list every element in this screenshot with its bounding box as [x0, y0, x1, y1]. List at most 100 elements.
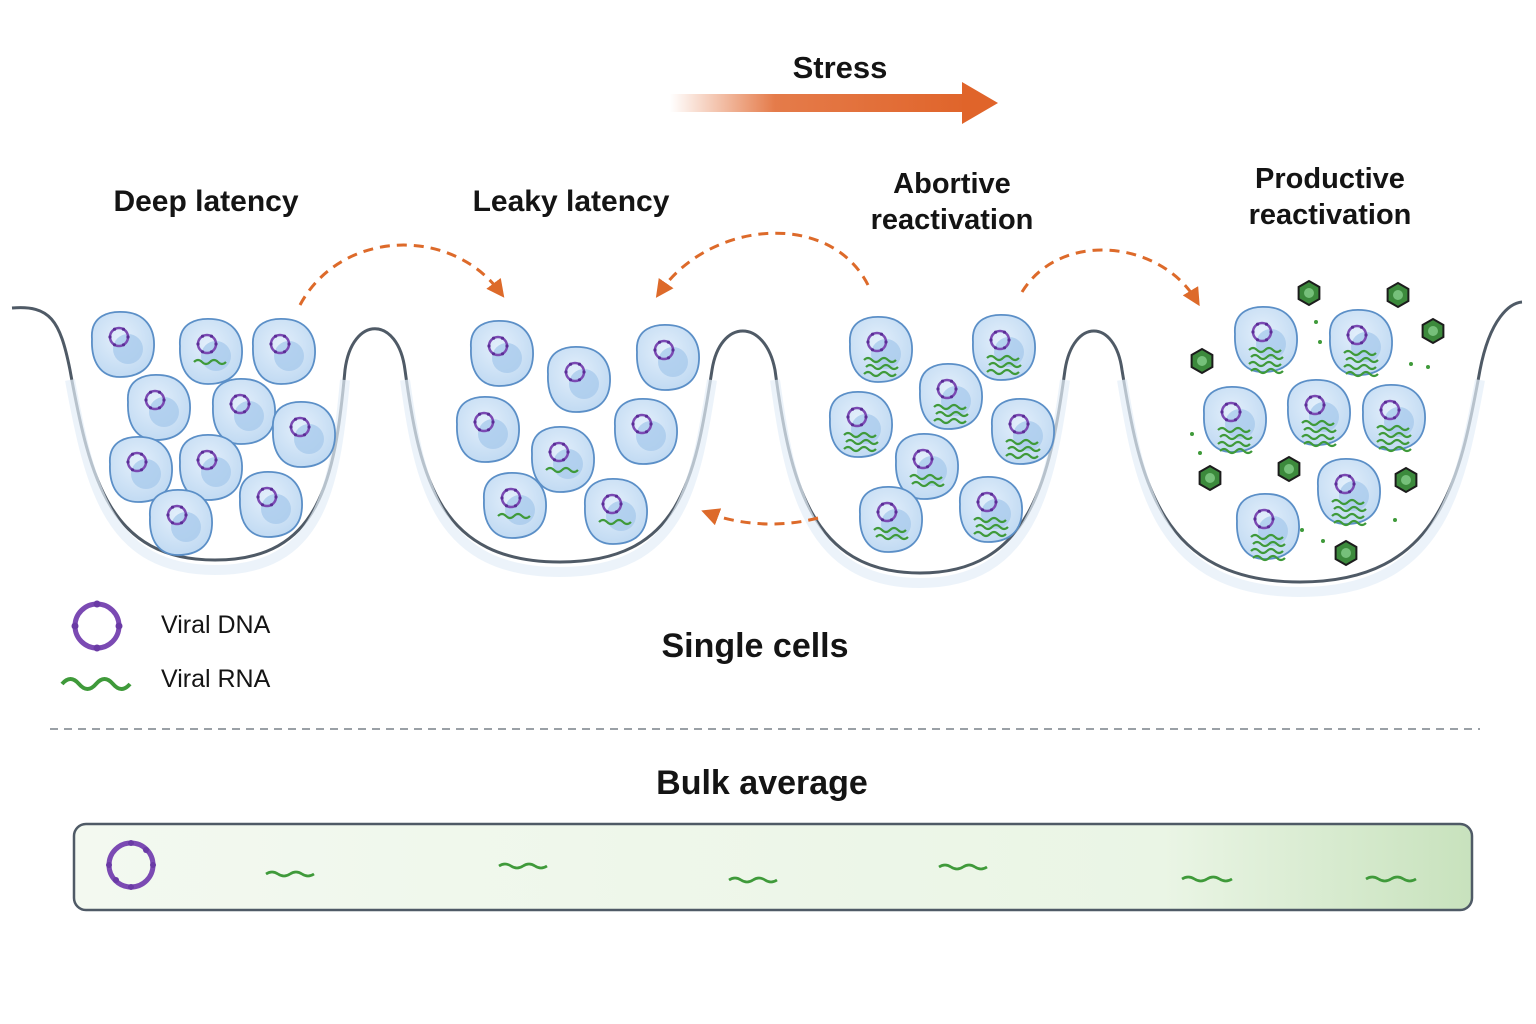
viral-rna-icon — [1217, 440, 1251, 448]
cell — [212, 377, 276, 445]
viral-rna-icon — [1376, 424, 1410, 432]
state-title-leaky-latency: Leaky latency — [472, 185, 670, 218]
state-title-productive-reactivation: Productive reactivation — [1248, 163, 1412, 231]
viral-rna-icon — [1005, 438, 1039, 446]
stress-arrow — [670, 82, 998, 124]
nucleus — [234, 401, 264, 431]
viral-rna-icon — [973, 516, 1007, 524]
well-shadow — [65, 379, 1485, 598]
viral-rna-icon — [1219, 447, 1253, 455]
viral-dna-icon — [144, 389, 166, 411]
cell — [252, 317, 316, 385]
cell — [584, 477, 648, 545]
viral-rna-icon — [933, 403, 967, 411]
cell — [470, 319, 534, 387]
viral-dna-icon — [601, 493, 623, 515]
cell — [127, 373, 191, 441]
cell — [531, 425, 595, 493]
cell — [859, 485, 923, 553]
viral-rna-icon — [1252, 540, 1286, 548]
viral-rna-icon — [1250, 367, 1284, 375]
bulk-dna-icon — [106, 840, 156, 890]
nucleus — [569, 369, 599, 399]
viral-rna-icon — [933, 417, 967, 425]
viral-rna-icon — [1007, 445, 1041, 453]
transition-arrows — [298, 231, 1200, 526]
viral-rna-icon — [1303, 426, 1337, 434]
cell — [456, 395, 520, 463]
viral-dna-icon — [166, 504, 188, 526]
viral-dna-icon — [1220, 401, 1242, 423]
viral-dna-icon — [473, 411, 495, 433]
virion-icon — [1421, 317, 1445, 345]
viral-rna-icon — [865, 363, 899, 371]
nucleus — [171, 512, 201, 542]
rna-dot — [1300, 528, 1304, 532]
viral-dna-icon — [196, 333, 218, 355]
viral-rna-icon — [863, 356, 897, 364]
viral-rna-icon — [986, 368, 1020, 376]
viral-rna-icon — [988, 361, 1022, 369]
viral-dna-icon — [1304, 394, 1326, 416]
rna-dot — [1321, 539, 1325, 543]
viral-dna-icon — [229, 393, 251, 415]
state-title-abortive-reactivation: Abortive reactivation — [870, 168, 1034, 236]
single-cells-title: Single cells — [661, 627, 849, 665]
viral-rna-icon — [1345, 370, 1379, 378]
viral-rna-icon — [1378, 431, 1412, 439]
rna-dot — [1198, 451, 1202, 455]
cells-layer — [91, 305, 1426, 562]
arrow-abortive-to-productive — [1020, 248, 1200, 307]
viral-rna-icon — [1252, 554, 1286, 562]
rna-dot — [1318, 340, 1322, 344]
viral-dna-icon — [256, 486, 278, 508]
cell — [109, 435, 173, 503]
viral-rna-icon — [986, 354, 1020, 362]
viral-rna-icon — [873, 526, 907, 534]
viral-dna-icon — [976, 491, 998, 513]
viral-rna-icon — [1248, 346, 1282, 354]
cell — [919, 362, 983, 430]
viral-dna-icon — [289, 416, 311, 438]
cell — [1329, 308, 1393, 378]
viral-rna-icon — [843, 431, 877, 439]
viral-rna-icon — [1248, 360, 1282, 368]
viral-dna-icon — [196, 449, 218, 471]
viral-dna-icon — [1251, 321, 1273, 343]
viral-rna-icon — [1331, 512, 1365, 520]
cell — [1362, 383, 1426, 453]
viral-dna-icon — [989, 329, 1011, 351]
nucleus — [274, 341, 304, 371]
viral-rna-icon — [1331, 498, 1365, 506]
viral-rna-icon — [1333, 519, 1367, 527]
viral-rna-icon — [497, 512, 531, 520]
legend-viral-dna-label: Viral DNA — [161, 611, 271, 639]
cell — [991, 397, 1055, 465]
nucleus — [658, 347, 688, 377]
arrow-abortive-to-leaky — [655, 231, 870, 298]
viral-dna-icon — [548, 441, 570, 463]
viral-dna-icon — [1253, 508, 1275, 530]
viral-dna-legend-icon — [71, 600, 123, 652]
legend-viral-rna-label: Viral RNA — [161, 665, 271, 693]
viral-rna-icon — [1301, 419, 1335, 427]
viral-dna-icon — [846, 406, 868, 428]
cell — [547, 345, 611, 413]
nucleus — [113, 334, 143, 364]
viral-rna-icon — [1343, 349, 1377, 357]
energy-landscape — [11, 300, 1523, 584]
viral-dna-icon — [653, 339, 675, 361]
viral-dna-icon — [936, 378, 958, 400]
viral-rna-icon — [911, 480, 945, 488]
viral-rna-icon — [728, 876, 778, 884]
cell — [1203, 385, 1267, 455]
arrow-deep-to-leaky — [298, 243, 505, 306]
viral-rna-legend-icon — [60, 677, 132, 691]
virion-icon — [1190, 347, 1214, 375]
state-title-deep-latency: Deep latency — [113, 185, 299, 218]
bulk-average-bar — [72, 822, 1474, 912]
viral-rna-icon — [975, 523, 1009, 531]
cell — [272, 400, 336, 468]
cell — [179, 433, 243, 501]
